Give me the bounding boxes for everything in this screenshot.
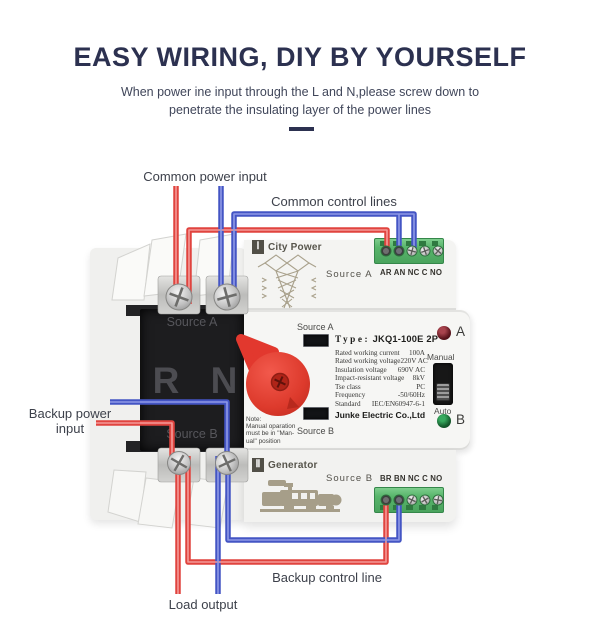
bottom-terminal-ports <box>380 505 438 510</box>
subtitle-line-2: penetrate the insulating layer of the po… <box>169 103 431 117</box>
note-line: must be in "Man- <box>246 430 295 438</box>
callout-backup-power-input: Backup power input <box>20 406 120 436</box>
spec-name: Tse class <box>335 382 361 391</box>
city-power-label: City Power <box>268 242 322 253</box>
panel-source-b-label: Source B <box>297 426 335 436</box>
spec-value: 8kV <box>412 374 425 383</box>
spec-row: Standard IEC/EN60947-6-1 <box>335 400 425 408</box>
manual-auto-switch-knob <box>436 383 450 401</box>
panel-note: Note: Manual oparation must be in "Man- … <box>246 416 300 445</box>
callout-backup-power-line2: input <box>55 421 85 436</box>
callout-common-power-input: Common power input <box>143 169 267 184</box>
transmission-tower-icon <box>257 254 317 309</box>
spec-name: Rated working current <box>335 349 400 357</box>
wire-highlights-red <box>96 186 388 594</box>
led-a-letter: A <box>456 324 466 339</box>
manual-label: Manual <box>427 352 455 362</box>
clamp-screws <box>165 283 241 475</box>
type-value: JKQ1-100E 2P <box>372 334 439 344</box>
top-terminal-ports <box>380 241 438 246</box>
subtitle-line-1: When power ine input through the L and N… <box>120 85 480 99</box>
city-power-numeral-icon: Ⅰ <box>252 240 264 254</box>
bottom-terminal-labels: BR BN NC C NO <box>380 474 443 483</box>
brand-label: Junke Electric Co.,Ltd <box>334 410 426 420</box>
spec-value: 100A <box>409 349 425 357</box>
spec-name: Frequency <box>335 391 366 400</box>
spec-row: Insulation voltage 690V AC <box>335 366 425 374</box>
top-block-screws <box>380 245 444 257</box>
callout-backup-control-line: Backup control line <box>272 570 382 585</box>
note-line: Note: <box>246 416 262 423</box>
spec-name: Rated working voltage <box>335 357 401 366</box>
wire-highlights-blue <box>110 186 415 594</box>
spec-row: Frequency -50/60Hz <box>335 391 425 399</box>
led-indicator-b <box>437 414 451 428</box>
panel-source-a-label: Source A <box>297 322 334 332</box>
spec-name: Insulation voltage <box>335 365 387 374</box>
spec-name: Standard <box>335 399 361 408</box>
position-indicator-window-b <box>303 407 329 420</box>
spec-row: Rated working current 100A <box>335 349 425 357</box>
spec-name: Impact-resistant voltage <box>335 374 405 383</box>
spec-value: 220V AC <box>400 357 428 366</box>
rotary-knob <box>236 334 310 416</box>
top-source-label: Source A <box>326 269 373 280</box>
spec-value: -50/60Hz <box>397 391 425 400</box>
spec-row: Impact-resistant voltage 8kV <box>335 374 425 382</box>
body-source-b-label: Source B <box>166 427 218 441</box>
led-b-letter: B <box>456 412 466 427</box>
generator-icon-cutouts <box>292 493 315 499</box>
spec-value: PC <box>416 382 425 391</box>
callout-load-output: Load output <box>168 597 238 612</box>
position-indicator-window-a <box>303 334 329 347</box>
headline: EASY WIRING, DIY BY YOURSELF <box>73 42 527 72</box>
auto-label: Auto <box>434 406 452 416</box>
callout-backup-power-line1: Backup power <box>28 406 112 421</box>
led-indicator-a <box>437 326 451 340</box>
generator-numeral-icon: Ⅱ <box>252 458 264 472</box>
divider-dash <box>289 127 314 131</box>
top-terminal-labels: AR AN NC C NO <box>380 268 443 277</box>
type-label: Type: <box>335 335 371 345</box>
spec-value: IEC/EN60947-6-1 <box>371 399 425 408</box>
type-line: Type: JKQ1-100E 2P <box>335 334 438 345</box>
bottom-source-label: Source B <box>326 473 374 484</box>
pole-r-label: R <box>152 360 180 401</box>
note-line: Manual oparation <box>246 423 296 431</box>
callout-common-control-lines: Common control lines <box>271 194 397 209</box>
bottom-block-screws <box>380 494 444 506</box>
spec-value: 690V AC <box>397 365 425 374</box>
spec-table: Rated working current 100A Rated working … <box>335 349 428 408</box>
body-source-a-label: Source A <box>166 315 218 329</box>
spec-row: Tse class PC <box>335 383 425 391</box>
pole-n-label: N <box>210 360 238 401</box>
note-line: ual" position <box>246 437 281 445</box>
generator-label: Generator <box>268 460 318 471</box>
generator-icon <box>260 480 342 512</box>
